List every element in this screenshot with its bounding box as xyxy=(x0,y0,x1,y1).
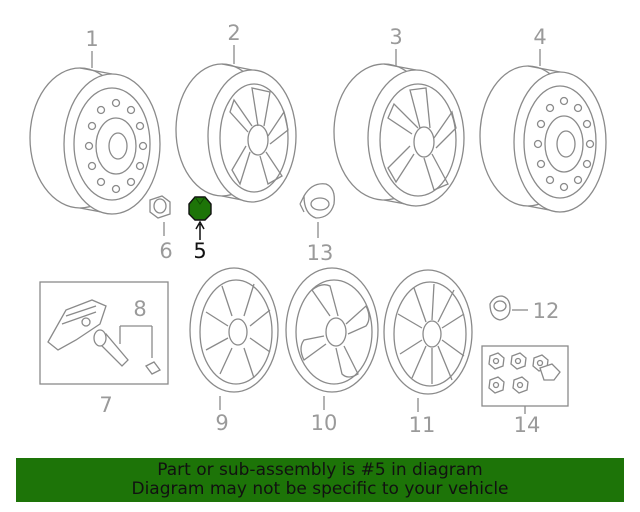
part-notice-banner: Part or sub-assembly is #5 in diagram Di… xyxy=(16,458,624,502)
wheel-steel-part-1[interactable] xyxy=(29,67,161,215)
callout-5[interactable]: 5 xyxy=(193,239,206,263)
callout-2[interactable]: 2 xyxy=(227,21,240,45)
callout-1[interactable]: 1 xyxy=(85,27,98,51)
leader-5 xyxy=(195,220,205,240)
callout-11[interactable]: 11 xyxy=(409,413,436,437)
parts-diagram: 1 2 3 xyxy=(29,21,607,437)
banner-line-part-number: Part or sub-assembly is #5 in diagram xyxy=(157,460,483,480)
wheel-alloy-part-2[interactable] xyxy=(175,63,297,203)
wheel-cover-part-9[interactable] xyxy=(189,267,279,393)
callout-10[interactable]: 10 xyxy=(311,411,338,435)
tpms-sensor-part-7[interactable] xyxy=(47,299,161,375)
callout-3[interactable]: 3 xyxy=(389,25,402,49)
tpms-sensor-box xyxy=(39,281,169,385)
lug-nut-part-6[interactable] xyxy=(149,195,171,219)
center-cap-part-13[interactable] xyxy=(299,183,335,219)
callout-14[interactable]: 14 xyxy=(514,413,541,437)
lug-nut-kit-part-14[interactable] xyxy=(488,352,561,394)
callout-6[interactable]: 6 xyxy=(159,239,172,263)
wheel-alloy-part-3[interactable] xyxy=(333,63,465,207)
wheel-cover-part-11[interactable] xyxy=(383,269,473,395)
callout-4[interactable]: 4 xyxy=(533,25,546,49)
callout-12[interactable]: 12 xyxy=(533,299,560,323)
banner-line-disclaimer: Diagram may not be specific to your vehi… xyxy=(131,479,509,499)
callout-7[interactable]: 7 xyxy=(99,393,112,417)
callout-9[interactable]: 9 xyxy=(215,411,228,435)
lug-nut-cap-part-5-highlighted[interactable] xyxy=(188,196,212,221)
leader-8 xyxy=(119,325,153,358)
wheel-cover-part-10[interactable] xyxy=(285,267,379,393)
callout-13[interactable]: 13 xyxy=(307,241,334,265)
callout-8[interactable]: 8 xyxy=(133,297,146,321)
cap-part-12[interactable] xyxy=(489,295,511,321)
wheel-steel-part-4[interactable] xyxy=(479,65,607,213)
